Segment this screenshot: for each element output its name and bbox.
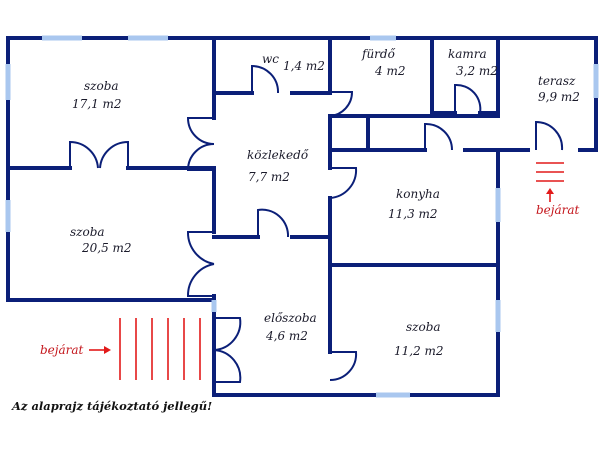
windows — [5, 35, 599, 398]
room-kamra-name: kamra — [448, 47, 487, 61]
room-wc-name: wc — [262, 52, 279, 66]
room-konyha-area: 11,3 m2 — [388, 207, 438, 221]
room-furdo-name: fürdő — [361, 47, 396, 61]
room-konyha-name: konyha — [396, 187, 440, 201]
room-terasz-name: terasz — [538, 74, 576, 88]
disclaimer-note: Az alaprajz tájékoztató jellegű! — [11, 399, 212, 413]
room-eloszoba-area: 4,6 m2 — [265, 329, 308, 343]
room-kozlekedo-name: közlekedő — [247, 148, 309, 162]
room-wc-area: 1,4 m2 — [283, 59, 325, 73]
doors — [69, 64, 564, 383]
room-szoba1-area: 17,1 m2 — [72, 97, 122, 111]
room-szoba2-area: 20,5 m2 — [81, 241, 132, 255]
room-terasz-area: 9,9 m2 — [538, 90, 580, 104]
room-kamra-area: 3,2 m2 — [456, 64, 498, 78]
room-kozlekedo-area: 7,7 m2 — [248, 170, 290, 184]
interior-walls — [6, 36, 500, 354]
entrance-left-label: bejárat — [40, 343, 84, 357]
room-szoba3-area: 11,2 m2 — [394, 344, 444, 358]
room-szoba2-name: szoba — [70, 225, 105, 239]
entrance-stairs-left — [89, 318, 201, 380]
room-furdo-area: 4 m2 — [374, 64, 405, 78]
room-szoba3-name: szoba — [406, 320, 441, 334]
entrance-stairs-right — [536, 162, 564, 202]
room-szoba1-name: szoba — [84, 79, 119, 93]
entrance-right-label: bejárat — [536, 203, 580, 217]
room-eloszoba-name: előszoba — [264, 311, 317, 325]
